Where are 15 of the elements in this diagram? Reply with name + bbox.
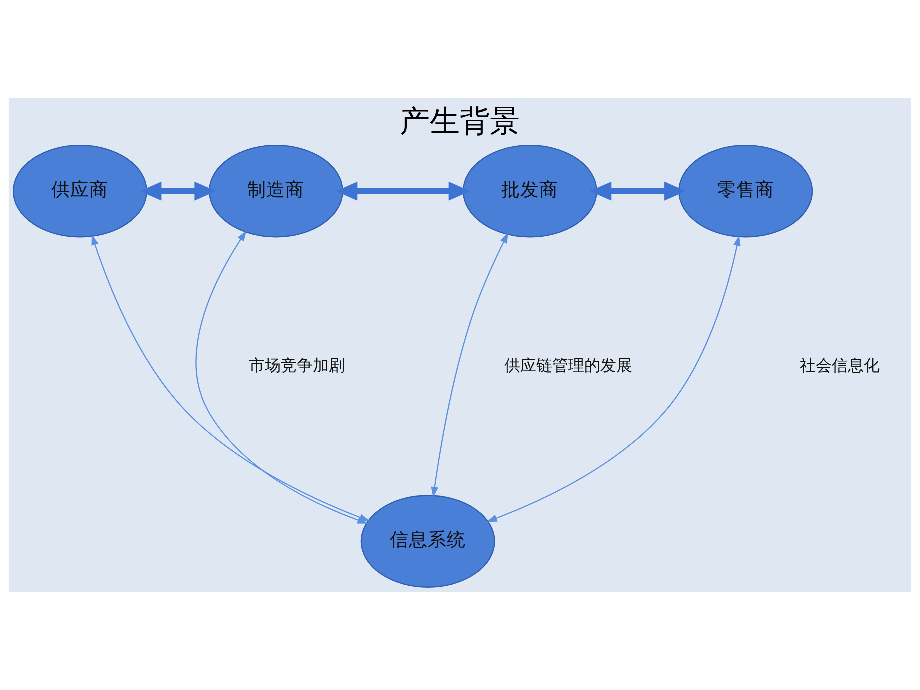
arrow	[140, 182, 216, 201]
arrow	[196, 230, 368, 524]
arrow	[486, 236, 741, 522]
arrow	[336, 182, 471, 201]
node-ellipse: 供应商	[12, 144, 148, 238]
label: 社会信息化	[800, 356, 880, 375]
label: 供应链管理的发展	[504, 356, 632, 375]
arrow	[590, 182, 686, 201]
node-ellipse: 制造商	[208, 144, 344, 238]
node-ellipse: 零售商	[678, 144, 814, 238]
node-ellipse: 批发商	[462, 144, 598, 238]
label: 市场竞争加剧	[249, 356, 346, 375]
arrow	[431, 232, 508, 498]
node-ellipse: 信息系统	[360, 495, 496, 588]
diagram-title: 产生背景	[400, 104, 520, 140]
